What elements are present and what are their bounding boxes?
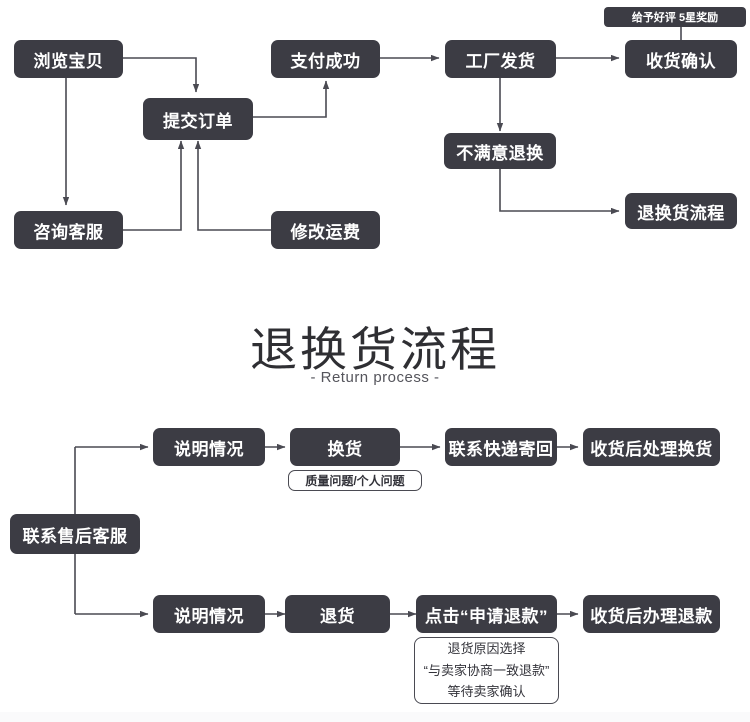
section-title: 退换货流程 [0,311,750,380]
node-confirm-receipt-label: 收货确认 [646,51,716,71]
node-refund-explain-label: 说明情况 [174,606,244,626]
node-exchange-handle[interactable]: 收货后处理换货 [583,428,720,466]
node-exchange-goods[interactable]: 换货 [290,428,400,466]
node-refund-handle[interactable]: 收货后办理退款 [583,595,720,633]
note-refund-reason-line-3: 等待卖家确认 [447,684,526,700]
node-exchange-explain[interactable]: 说明情况 [153,428,265,466]
node-confirm-receipt[interactable]: 收货确认 [625,40,737,78]
node-pay-success[interactable]: 支付成功 [271,40,380,78]
node-refund-explain[interactable]: 说明情况 [153,595,265,633]
node-factory-ship[interactable]: 工厂发货 [445,40,556,78]
node-submit-order[interactable]: 提交订单 [143,98,253,140]
node-modify-shipping[interactable]: 修改运费 [271,211,380,249]
node-unsatisfied-return-label: 不满意退换 [456,143,544,163]
section-title-text: 退换货流程 [250,323,500,376]
node-exchange-ship-back-label: 联系快递寄回 [448,439,554,459]
node-refund-goods-label: 退货 [320,606,355,626]
section-subtitle-text: - Return process - [310,369,440,386]
node-return-process[interactable]: 退换货流程 [625,193,737,229]
tag-exchange-reason[interactable]: 质量问题/个人问题 [288,470,422,491]
node-contact-service[interactable]: 咨询客服 [14,211,123,249]
note-refund-reason-line-1: 退货原因选择 [447,641,526,657]
tag-exchange-reason-label: 质量问题/个人问题 [305,474,405,488]
node-refund-goods[interactable]: 退货 [285,595,390,633]
badge-good-review-reward-label: 给予好评 5星奖励 [631,12,719,24]
node-contact-aftersales[interactable]: 联系售后客服 [10,514,140,554]
node-exchange-explain-label: 说明情况 [174,439,244,459]
node-factory-ship-label: 工厂发货 [465,51,536,71]
node-exchange-goods-label: 换货 [327,439,363,459]
node-exchange-ship-back[interactable]: 联系快递寄回 [445,428,557,466]
note-refund-reason: 退货原因选择 “与卖家协商一致退款” 等待卖家确认 [414,637,559,704]
node-submit-order-label: 提交订单 [163,111,233,131]
node-pay-success-label: 支付成功 [290,51,361,71]
node-refund-apply[interactable]: 点击“申请退款” [416,595,557,633]
bottom-divider-band [0,712,750,722]
node-modify-shipping-label: 修改运费 [290,222,361,242]
node-contact-aftersales-label: 联系售后客服 [22,526,128,546]
note-refund-reason-line-2: “与卖家协商一致退款” [423,662,550,678]
node-refund-handle-label: 收货后办理退款 [590,606,713,626]
node-exchange-handle-label: 收货后处理换货 [590,439,713,459]
node-refund-apply-label: 点击“申请退款” [425,606,548,626]
node-contact-service-label: 咨询客服 [33,222,104,242]
node-browse[interactable]: 浏览宝贝 [14,40,123,78]
node-browse-label: 浏览宝贝 [33,51,104,71]
node-return-process-label: 退换货流程 [637,203,725,223]
node-unsatisfied-return[interactable]: 不满意退换 [444,133,556,169]
section-subtitle: - Return process - [0,369,750,386]
badge-good-review-reward[interactable]: 给予好评 5星奖励 [604,7,746,27]
